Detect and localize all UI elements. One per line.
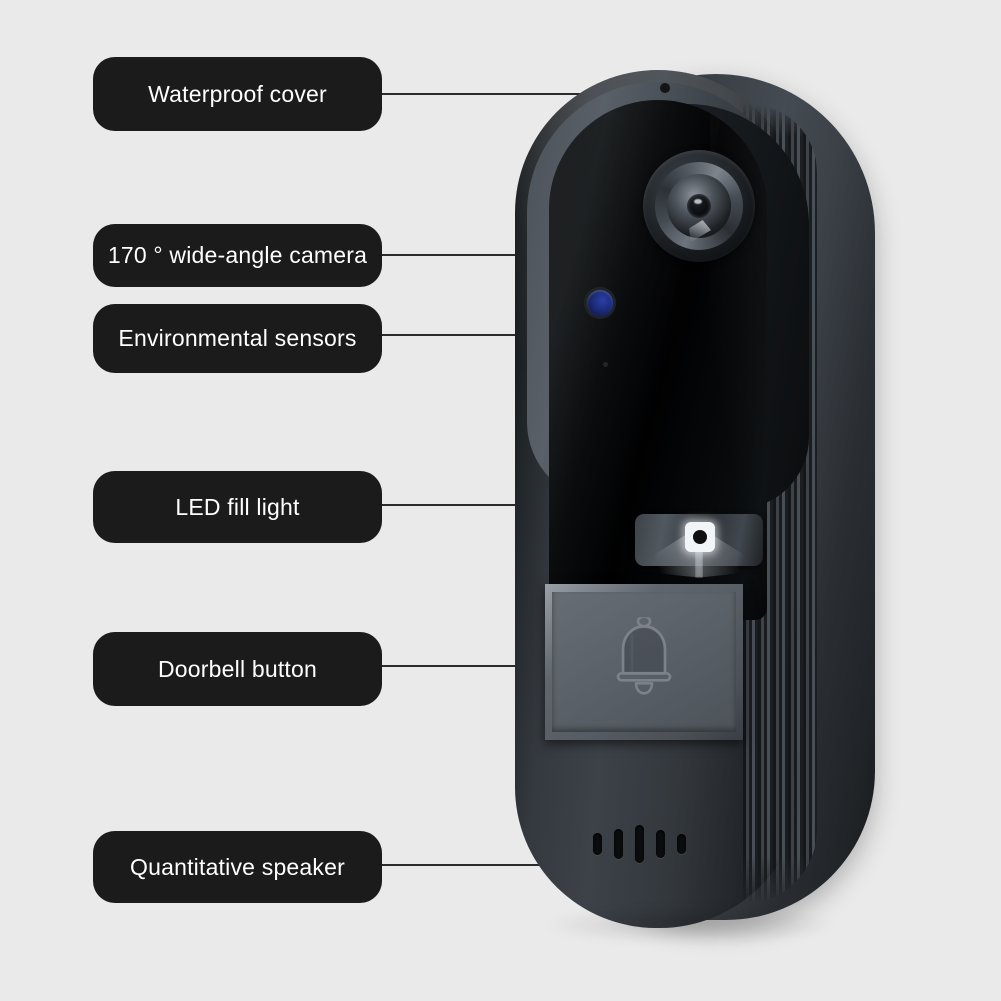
leader-line-quantitative-speaker: [380, 864, 658, 866]
callout-led-fill-light[interactable]: LED fill light: [93, 471, 382, 543]
callout-label-quantitative-speaker: Quantitative speaker: [130, 853, 345, 880]
speaker-slot: [614, 829, 623, 859]
callout-doorbell-button[interactable]: Doorbell button: [93, 632, 382, 706]
leader-line-environmental-sensors: [380, 334, 620, 336]
speaker-slot: [677, 834, 686, 854]
camera-lens: [643, 150, 755, 262]
leader-line-waterproof-cover: [380, 93, 662, 95]
speaker-slot: [656, 830, 665, 858]
microphone-pinhole: [603, 362, 608, 367]
video-doorbell-device: [497, 70, 885, 930]
callout-wide-angle-camera[interactable]: 170 ° wide-angle camera: [93, 224, 382, 287]
camera-lens-glint: [694, 199, 702, 204]
environmental-sensor: [587, 290, 613, 316]
callout-label-wide-angle-camera: 170 ° wide-angle camera: [107, 242, 368, 268]
doorbell-button[interactable]: [545, 584, 743, 740]
bell-icon: [616, 617, 672, 695]
speaker-grille: [593, 824, 705, 864]
callout-label-waterproof-cover: Waterproof cover: [148, 80, 327, 107]
device-ground-shadow: [540, 905, 840, 945]
callout-waterproof-cover[interactable]: Waterproof cover: [93, 57, 382, 131]
callout-label-environmental-sensors: Environmental sensors: [118, 325, 357, 351]
callout-environmental-sensors[interactable]: Environmental sensors: [93, 304, 382, 373]
camera-lens-aperture: [687, 194, 711, 218]
callout-quantitative-speaker[interactable]: Quantitative speaker: [93, 831, 382, 903]
callout-label-doorbell-button: Doorbell button: [158, 655, 317, 682]
device-front-face: [549, 100, 767, 620]
led-fill-light: [629, 514, 767, 578]
led-emitter: [685, 522, 715, 552]
speaker-slot: [635, 825, 644, 863]
speaker-slot: [593, 833, 602, 855]
camera-lens-ring: [655, 162, 743, 250]
callout-label-led-fill-light: LED fill light: [175, 493, 300, 520]
doorbell-button-surface[interactable]: [552, 592, 736, 732]
top-pinhole: [660, 83, 670, 93]
